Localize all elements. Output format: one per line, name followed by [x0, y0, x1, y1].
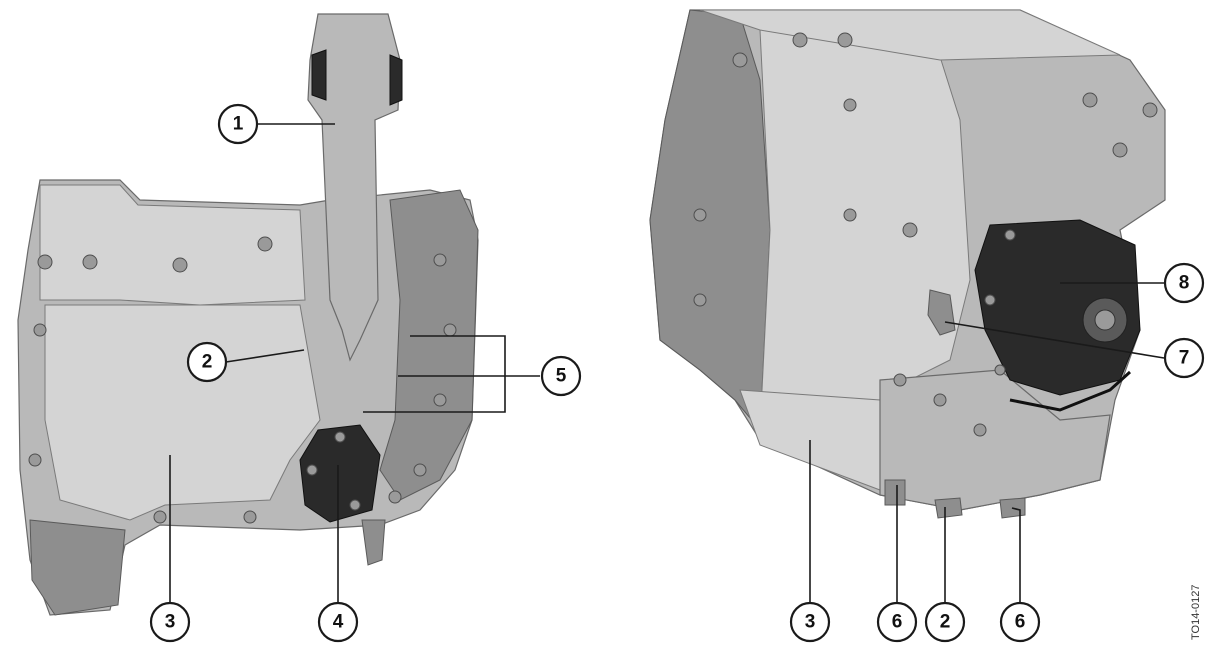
callout-label: 3: [165, 612, 176, 633]
callout-5: 5: [540, 355, 582, 397]
callout-4: 4: [317, 601, 359, 643]
callout-3: 3: [149, 601, 191, 643]
right-engine-view: [649, 9, 1166, 519]
callout-label: 6: [1015, 612, 1026, 633]
left-engine-view: [17, 13, 479, 616]
figure-code: TO14-0127: [1190, 585, 1202, 640]
callout-label: 2: [940, 612, 951, 633]
callout-3-right: 3: [789, 601, 831, 643]
callout-7: 7: [1163, 337, 1205, 379]
callout-label: 7: [1179, 348, 1190, 369]
callout-8: 8: [1163, 262, 1205, 304]
callout-label: 8: [1179, 273, 1190, 294]
callout-6-left: 6: [876, 601, 918, 643]
callout-label: 1: [233, 114, 244, 135]
cover-plate: [299, 424, 381, 523]
callout-2-right: 2: [924, 601, 966, 643]
callout-1: 1: [217, 103, 259, 145]
callout-label: 2: [202, 352, 213, 373]
callout-label: 6: [892, 612, 903, 633]
callout-6-right: 6: [999, 601, 1041, 643]
callout-2: 2: [186, 341, 228, 383]
sensor: [927, 289, 956, 336]
callout-label: 5: [556, 366, 567, 387]
leader-lines: [169, 123, 1165, 602]
callout-label: 4: [333, 612, 344, 633]
callout-label: 3: [805, 612, 816, 633]
pulley-cover: [974, 219, 1141, 396]
